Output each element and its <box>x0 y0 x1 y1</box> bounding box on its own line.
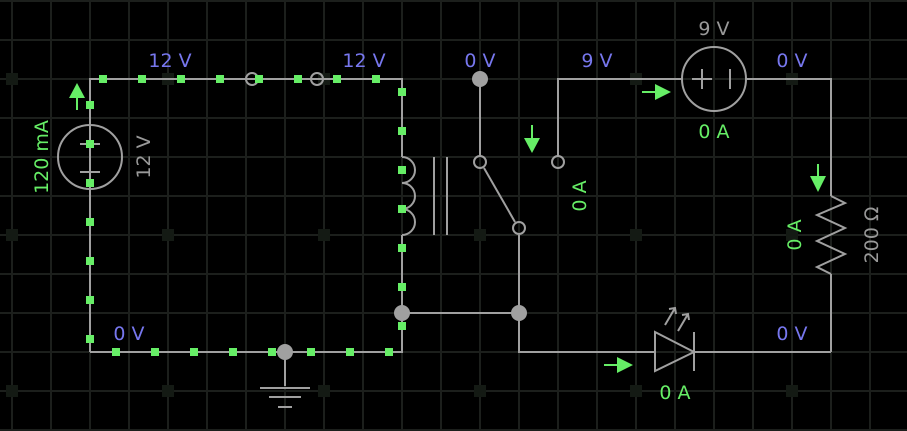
wire-switch-no[interactable] <box>557 78 682 157</box>
voltage-label-right-bottom: 0 V <box>776 323 807 345</box>
ground-icon[interactable] <box>260 387 310 408</box>
grid-major-marker <box>162 385 174 397</box>
grid-major-marker <box>786 385 798 397</box>
junction-node[interactable] <box>394 305 410 321</box>
terminal-post[interactable] <box>310 72 324 86</box>
grid-major-marker <box>6 73 18 85</box>
current-dot <box>190 348 198 356</box>
current-dot <box>268 348 276 356</box>
led-current: 0 A <box>659 382 690 404</box>
relay-coil[interactable] <box>401 156 448 236</box>
current-dot <box>86 218 94 226</box>
current-dot <box>229 348 237 356</box>
current-dot <box>86 257 94 265</box>
current-arrow-right-icon <box>642 84 671 100</box>
current-dot <box>372 75 380 83</box>
current-dot <box>86 140 94 148</box>
voltage-label-switch-no: 9 V <box>581 50 612 72</box>
current-dot <box>86 335 94 343</box>
current-dot <box>398 88 406 96</box>
grid-major-marker <box>474 385 486 397</box>
current-source-voltage: 12 V <box>133 135 155 178</box>
grid-major-marker <box>786 229 798 241</box>
current-dot <box>346 348 354 356</box>
nodes <box>277 71 527 360</box>
grid-major-marker <box>162 229 174 241</box>
wire-switch-nc[interactable] <box>518 235 655 353</box>
current-dot <box>333 75 341 83</box>
current-dot <box>86 179 94 187</box>
junction-node[interactable] <box>511 305 527 321</box>
relay-switch[interactable] <box>473 155 565 235</box>
voltage-label-top-mid: 12 V <box>342 50 385 72</box>
grid-major-marker <box>6 385 18 397</box>
grid-major-marker <box>318 385 330 397</box>
current-dot <box>398 205 406 213</box>
current-dot <box>99 75 107 83</box>
grid-major-marker <box>318 229 330 241</box>
current-dot <box>398 283 406 291</box>
current-dot <box>398 127 406 135</box>
current-dot <box>86 101 94 109</box>
voltage-label-bottom-left: 0 V <box>113 323 144 345</box>
battery-voltage: 9 V <box>698 18 729 40</box>
battery-current: 0 A <box>698 121 729 143</box>
voltage-label-switch-common: 0 V <box>464 50 495 72</box>
current-arrow-down-icon <box>810 164 826 192</box>
switch-current: 0 A <box>569 180 591 211</box>
current-dot <box>255 75 263 83</box>
grid-major-marker <box>6 229 18 241</box>
junction-node[interactable] <box>277 344 293 360</box>
current-dot <box>177 75 185 83</box>
current-source-current: 120 mA <box>31 120 53 194</box>
current-dot <box>385 348 393 356</box>
voltage-label-right-top: 0 V <box>776 50 807 72</box>
current-dot <box>151 348 159 356</box>
current-arrow-up-icon <box>69 83 85 110</box>
resistor-current: 0 A <box>784 219 806 250</box>
current-dot <box>307 348 315 356</box>
current-arrow-right-icon <box>604 357 633 373</box>
current-dot <box>138 75 146 83</box>
current-dot <box>216 75 224 83</box>
current-dot <box>294 75 302 83</box>
current-dot <box>398 244 406 252</box>
grid-major-marker <box>630 229 642 241</box>
resistor-resistance: 200 Ω <box>861 207 883 264</box>
voltage-label-top-left: 12 V <box>148 50 191 72</box>
current-dot <box>398 166 406 174</box>
led[interactable] <box>654 306 697 373</box>
wire-battery-right[interactable] <box>746 78 832 196</box>
current-flow-dots <box>86 75 406 356</box>
grid-major-marker <box>474 229 486 241</box>
grid-major-marker <box>630 385 642 397</box>
current-dot <box>398 322 406 330</box>
battery[interactable] <box>681 46 747 112</box>
current-dot <box>112 348 120 356</box>
current-dot <box>86 296 94 304</box>
resistor[interactable] <box>814 195 848 275</box>
current-arrow-down-icon <box>524 125 540 153</box>
junction-node[interactable] <box>472 71 488 87</box>
